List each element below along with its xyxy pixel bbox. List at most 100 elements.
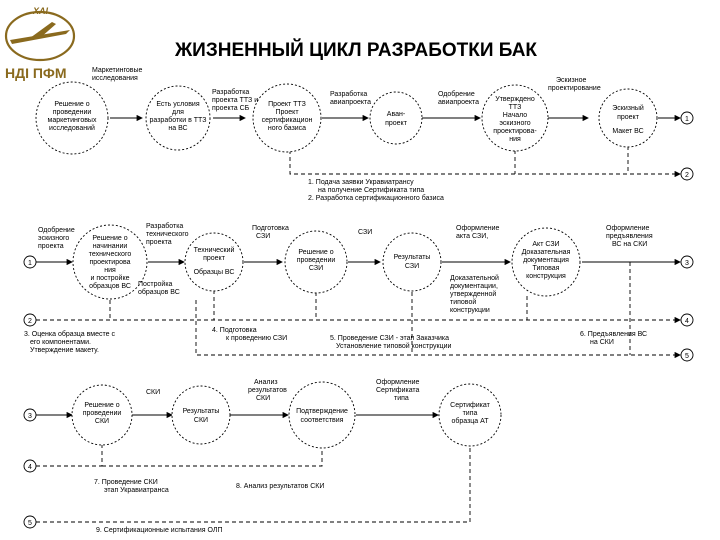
row-2: 1 2 3 4 5 Решение о начинании техническо… [23, 222, 694, 362]
row-1: Решение о проведении маркетинговых иссле… [35, 67, 694, 202]
svg-text:СКИ: СКИ [256, 395, 270, 402]
svg-text:проект: проект [203, 255, 226, 262]
svg-text:Доказательная: Доказательная [522, 249, 571, 256]
svg-text:ния: ния [509, 136, 521, 143]
svg-text:исследований: исследований [49, 124, 95, 132]
row1-activities: Маркетинговые исследования Разработка пр… [92, 67, 601, 112]
svg-text:образцов ВС: образцов ВС [89, 282, 131, 290]
svg-text:ного базиса: ного базиса [268, 124, 306, 132]
svg-text:акта СЗИ,: акта СЗИ, [456, 233, 488, 240]
svg-text:авиапроекта: авиапроекта [330, 99, 371, 106]
node-row3-5: 5 [23, 515, 37, 529]
row1-circles: Решение о проведении маркетинговых иссле… [35, 81, 658, 155]
node-row2-5: 5 [680, 348, 694, 362]
circle-szi-act: Акт СЗИ Доказательная документация Типов… [511, 227, 581, 297]
svg-text:Оформление: Оформление [376, 379, 420, 386]
airplane-logo-icon [4, 10, 76, 62]
svg-text:на СКИ: на СКИ [590, 339, 614, 346]
row-3: 3 4 5 Решение о проведении СКИ Результат… [23, 379, 502, 534]
svg-text:Оформление: Оформление [456, 225, 500, 232]
circle-type-certificate: Сертификат типа образца АТ [438, 383, 502, 447]
svg-text:Проект ТТЗ: Проект ТТЗ [268, 101, 306, 108]
svg-text:Разработка: Разработка [330, 90, 367, 98]
logo-top-text: ХАІ [32, 6, 49, 16]
svg-text:СЗИ: СЗИ [358, 229, 372, 236]
svg-text:начинании: начинании [93, 243, 128, 250]
svg-text:исследования: исследования [92, 75, 138, 82]
svg-text:Эскизное: Эскизное [556, 77, 586, 84]
svg-text:документации,: документации, [450, 283, 498, 290]
row2-notes: 3. Оценка образца вместе с его компонент… [24, 327, 647, 354]
circle-marketing-decision: Решение о проведении маркетинговых иссле… [35, 81, 109, 155]
svg-text:Разработка: Разработка [146, 222, 183, 230]
svg-text:проектирова: проектирова [89, 259, 130, 266]
svg-text:образца АТ: образца АТ [451, 417, 489, 425]
svg-text:типа: типа [394, 395, 409, 402]
svg-text:конструкция: конструкция [526, 273, 566, 280]
svg-text:для: для [172, 109, 184, 116]
row2-activities: Одобрение эскизного проекта Разработка т… [38, 222, 653, 314]
svg-text:1: 1 [28, 260, 32, 267]
svg-text:Макет ВС: Макет ВС [612, 128, 643, 135]
svg-text:3: 3 [685, 260, 689, 267]
svg-text:проведении: проведении [83, 410, 122, 417]
svg-text:4: 4 [685, 318, 689, 325]
svg-text:Установление типовой конструкц: Установление типовой конструкции [336, 342, 451, 350]
svg-text:технического: технического [89, 251, 132, 258]
logo: ХАІ НДІ ПФМ [4, 6, 76, 81]
svg-text:Есть условия: Есть условия [156, 101, 199, 108]
svg-text:3. Оценка образца вместе с: 3. Оценка образца вместе с [24, 330, 115, 338]
svg-text:к проведению СЗИ: к проведению СЗИ [226, 335, 287, 342]
svg-text:Аван-: Аван- [387, 111, 406, 118]
logo-bottom-text: НДІ ПФМ [5, 65, 67, 81]
svg-text:ТТЗ: ТТЗ [509, 104, 522, 111]
svg-text:Эскизный: Эскизный [612, 104, 644, 112]
svg-text:Подготовка: Подготовка [252, 225, 289, 232]
svg-text:на ВС: на ВС [168, 125, 187, 132]
svg-text:Сертификата: Сертификата [376, 387, 420, 394]
circle-tech-design-decision: Решение о начинании технического проекти… [72, 224, 148, 300]
svg-text:Проект: Проект [275, 109, 299, 116]
svg-text:проектирование: проектирование [548, 85, 601, 92]
svg-text:Разработка: Разработка [212, 88, 249, 96]
svg-text:Сертификат: Сертификат [450, 402, 490, 409]
circle-ttz-conditions: Есть условия для разработки в ТТЗ на ВС [145, 85, 211, 151]
svg-text:Утверждено: Утверждено [495, 96, 535, 103]
svg-text:на получение Сертификата типа: на получение Сертификата типа [318, 187, 424, 194]
svg-text:5: 5 [28, 520, 32, 527]
svg-text:Утверждение макету.: Утверждение макету. [30, 347, 99, 354]
svg-text:Анализ: Анализ [254, 379, 278, 386]
node-row1-2: 2 [680, 167, 694, 181]
svg-text:образцов ВС: образцов ВС [138, 288, 180, 296]
svg-text:проектирова-: проектирова- [493, 128, 537, 135]
svg-text:СЗИ: СЗИ [256, 233, 270, 240]
circle-szi-results: Результаты СЗИ [382, 232, 442, 292]
svg-text:ВС на СКИ: ВС на СКИ [612, 241, 647, 248]
svg-text:2: 2 [28, 318, 32, 325]
svg-text:утвержденной: утвержденной [450, 290, 496, 298]
svg-text:Подтверждение: Подтверждение [296, 408, 348, 415]
svg-text:разработки в ТТЗ: разработки в ТТЗ [150, 116, 207, 124]
svg-text:Результаты: Результаты [394, 254, 431, 261]
svg-text:9. Сертификационные испытания: 9. Сертификационные испытания ОЛП [96, 527, 223, 534]
node-row3-4: 4 [23, 459, 37, 473]
svg-text:проведении: проведении [297, 257, 336, 264]
svg-text:Технический: Технический [194, 246, 235, 254]
page-title: ЖИЗНЕННЫЙ ЦИКЛ РАЗРАБОТКИ БАК [174, 39, 537, 61]
svg-text:соответствия: соответствия [301, 417, 344, 424]
svg-text:2: 2 [685, 172, 689, 179]
svg-text:1. Подача заявки Укравиатрансу: 1. Подача заявки Укравиатрансу [308, 179, 414, 186]
svg-text:Одобрение: Одобрение [38, 226, 75, 234]
svg-text:8. Анализ результатов СКИ: 8. Анализ результатов СКИ [236, 483, 324, 490]
svg-text:сертификацион: сертификацион [262, 117, 313, 124]
svg-text:этап Укравиатранса: этап Укравиатранса [104, 487, 169, 494]
circle-ski-decision: Решение о проведении СКИ [71, 384, 133, 446]
svg-text:4: 4 [28, 464, 32, 471]
svg-text:СКИ: СКИ [194, 417, 208, 424]
svg-text:документация: документация [523, 257, 569, 264]
svg-text:4. Подготовка: 4. Подготовка [212, 327, 257, 334]
circle-szi-decision: Решение о проведении СЗИ [284, 230, 348, 294]
svg-text:результатов: результатов [248, 387, 287, 394]
svg-text:проект: проект [617, 114, 640, 121]
